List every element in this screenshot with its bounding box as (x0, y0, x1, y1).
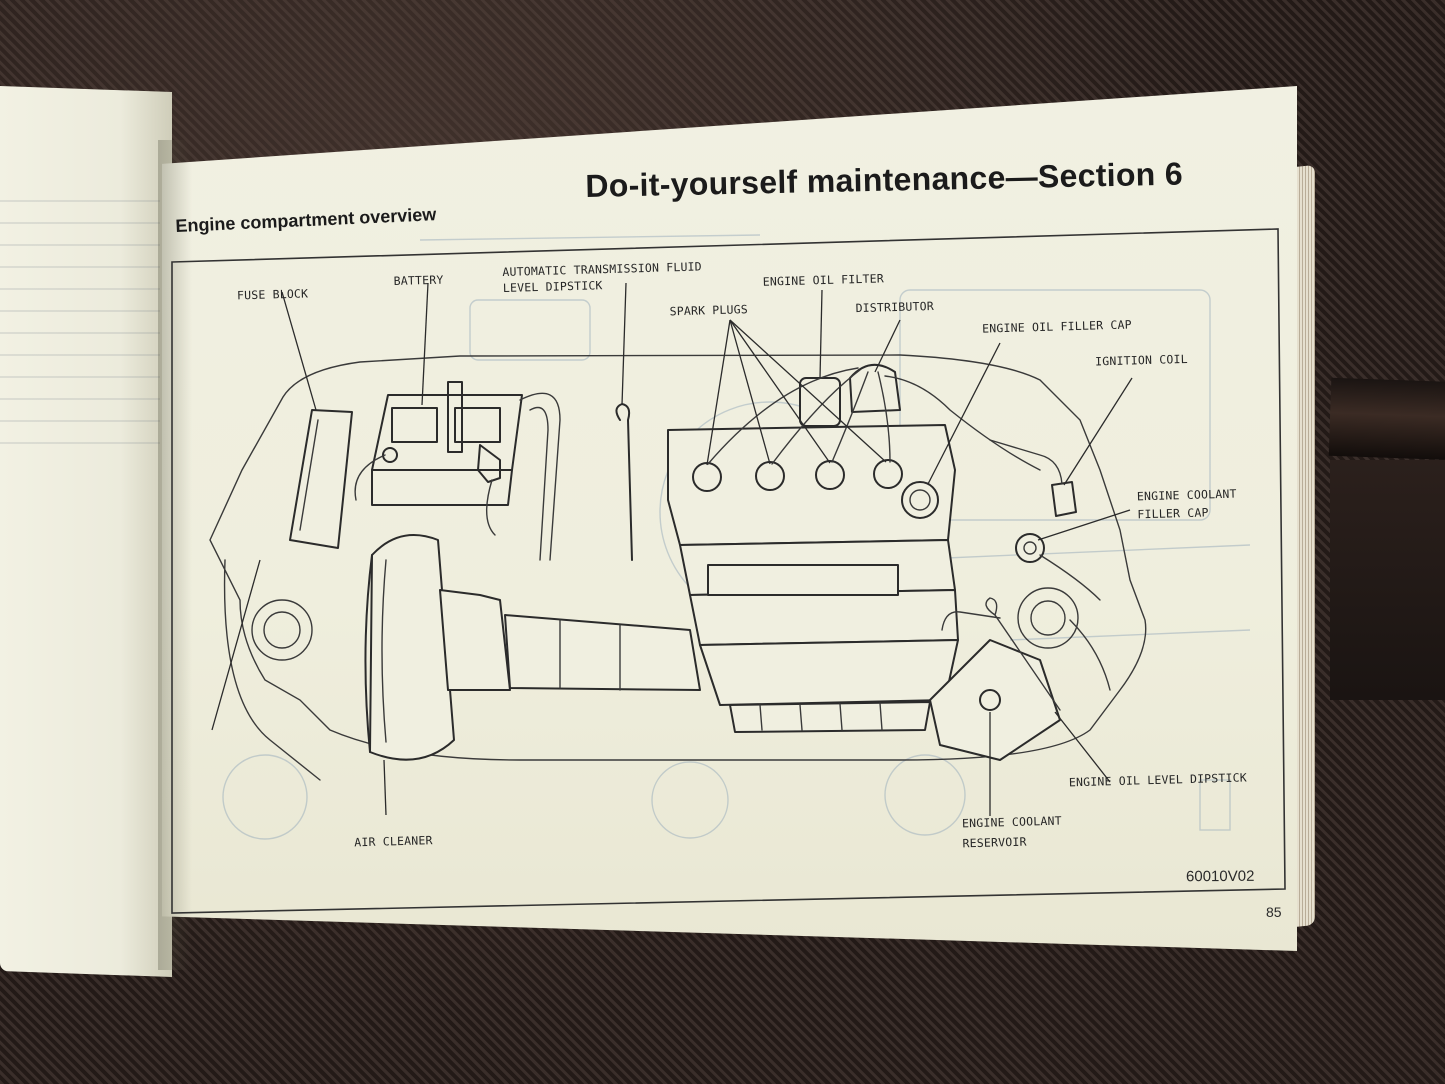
label-atf-dipstick-line2: LEVEL DIPSTICK (503, 278, 603, 295)
battery-shape (354, 381, 523, 536)
left-page-bleed-through (0, 200, 160, 460)
page-number: 85 (1266, 904, 1282, 920)
label-distributor: DISTRIBUTOR (855, 299, 934, 315)
engine-block-shape (667, 363, 1041, 733)
label-engine-coolant-filler-cap-line2: FILLER CAP (1137, 505, 1209, 521)
coolant-filler-cap-shape (1015, 533, 1045, 563)
label-atf-dipstick-line1: AUTOMATIC TRANSMISSION FLUID (502, 259, 702, 279)
label-engine-oil-filler-cap: ENGINE OIL FILLER CAP (982, 317, 1132, 335)
label-engine-oil-filter: ENGINE OIL FILTER (763, 271, 884, 288)
engine-oil-dipstick-shape (985, 597, 1061, 711)
label-fuse-block: FUSE BLOCK (237, 286, 309, 302)
book-gutter (158, 140, 192, 970)
label-engine-oil-level-dipstick: ENGINE OIL LEVEL DIPSTICK (1069, 770, 1247, 789)
label-engine-coolant-reservoir-line2: RESERVOIR (962, 835, 1026, 851)
atf-dipstick-shape (615, 403, 633, 561)
label-battery: BATTERY (393, 273, 443, 288)
figure-code: 60010V02 (1185, 867, 1255, 886)
right-strut-tower (1017, 587, 1079, 649)
leader-lines (211, 282, 1133, 816)
engine-bay-outline (209, 354, 1147, 761)
oil-filler-cap-shape (901, 481, 939, 519)
figure-frame (171, 228, 1286, 914)
left-strut-tower (251, 599, 313, 661)
ignition-coil-shape (989, 439, 1077, 517)
label-ignition-coil: IGNITION COIL (1095, 352, 1188, 369)
label-engine-coolant-filler-cap-line1: ENGINE COOLANT (1137, 487, 1237, 504)
label-spark-plugs: SPARK PLUGS (669, 302, 748, 318)
fuse-block-shape (289, 409, 353, 549)
label-air-cleaner: AIR CLEANER (354, 833, 433, 849)
air-cleaner-shape (364, 534, 701, 761)
coolant-reservoir-shape (929, 639, 1061, 761)
strap-shadow (1330, 460, 1445, 700)
label-engine-coolant-reservoir-line1: ENGINE COOLANT (962, 814, 1062, 831)
